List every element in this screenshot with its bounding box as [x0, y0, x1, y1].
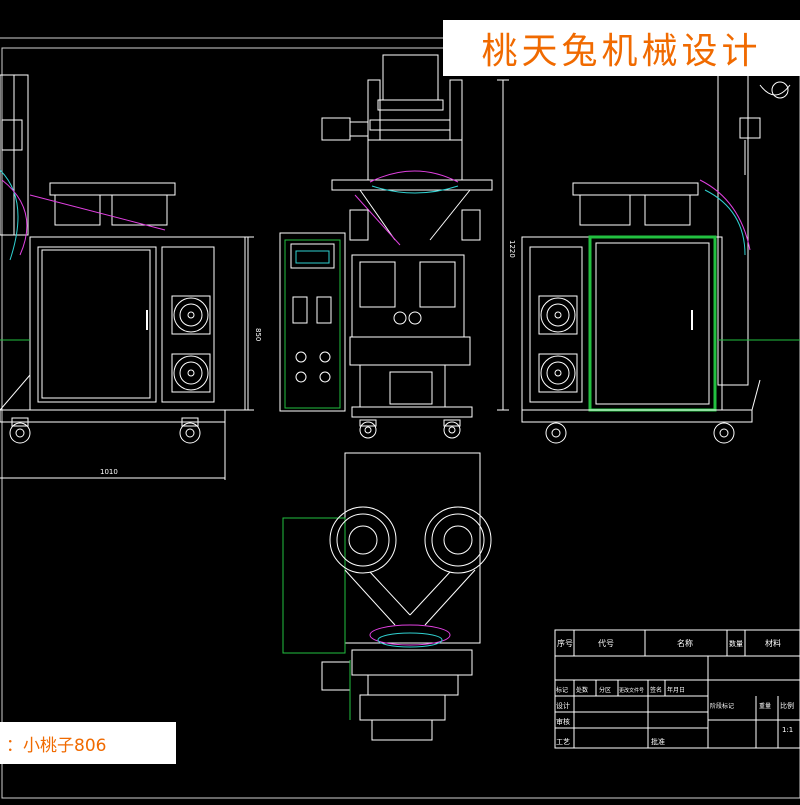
right-side-view: [521, 74, 800, 444]
tb-stage-mark: 阶段标记: [710, 702, 734, 710]
top-view: [282, 452, 492, 741]
tb-approve: 批准: [651, 737, 665, 746]
front-view: [279, 54, 493, 439]
title-banner: 桃天兔机械设计: [443, 20, 800, 76]
tb-rev-zone: 分区: [599, 686, 611, 694]
tb-process: 工艺: [556, 738, 570, 746]
tb-ratio: 比例: [780, 701, 794, 710]
tb-header-name: 名称: [677, 638, 693, 648]
title-block-text: 序号 代号 名称 数量 材料 标记 处数 分区 更改文件号 签名 年月日 设计 …: [556, 638, 794, 746]
tb-rev-file: 更改文件号: [619, 687, 644, 694]
tb-header-no: 序号: [557, 638, 573, 648]
author-watermark: ：小桃子806: [0, 722, 176, 764]
tb-rev-count: 处数: [576, 686, 588, 694]
tb-rev-mark: 标记: [556, 686, 568, 694]
dim-width-front: 1010: [100, 468, 118, 476]
tb-scale: 1:1: [782, 726, 793, 734]
dimension-lines-left: [0, 236, 254, 480]
tb-header-code: 代号: [598, 638, 614, 648]
tb-weight: 重量: [759, 702, 771, 710]
tb-rev-date: 年月日: [667, 686, 685, 694]
tb-header-qty: 数量: [729, 639, 743, 648]
title-block: [554, 629, 800, 749]
tb-review: 审核: [556, 717, 570, 726]
dimension-lines-front: [497, 79, 509, 411]
tb-design: 设计: [556, 701, 570, 710]
tb-header-material: 材料: [765, 638, 781, 648]
drawing-border: [1, 47, 800, 799]
dim-height-front: 1220: [508, 240, 516, 258]
left-side-view: [0, 74, 246, 444]
dim-height-side: 850: [254, 328, 262, 341]
tb-rev-sign: 签名: [650, 686, 662, 694]
